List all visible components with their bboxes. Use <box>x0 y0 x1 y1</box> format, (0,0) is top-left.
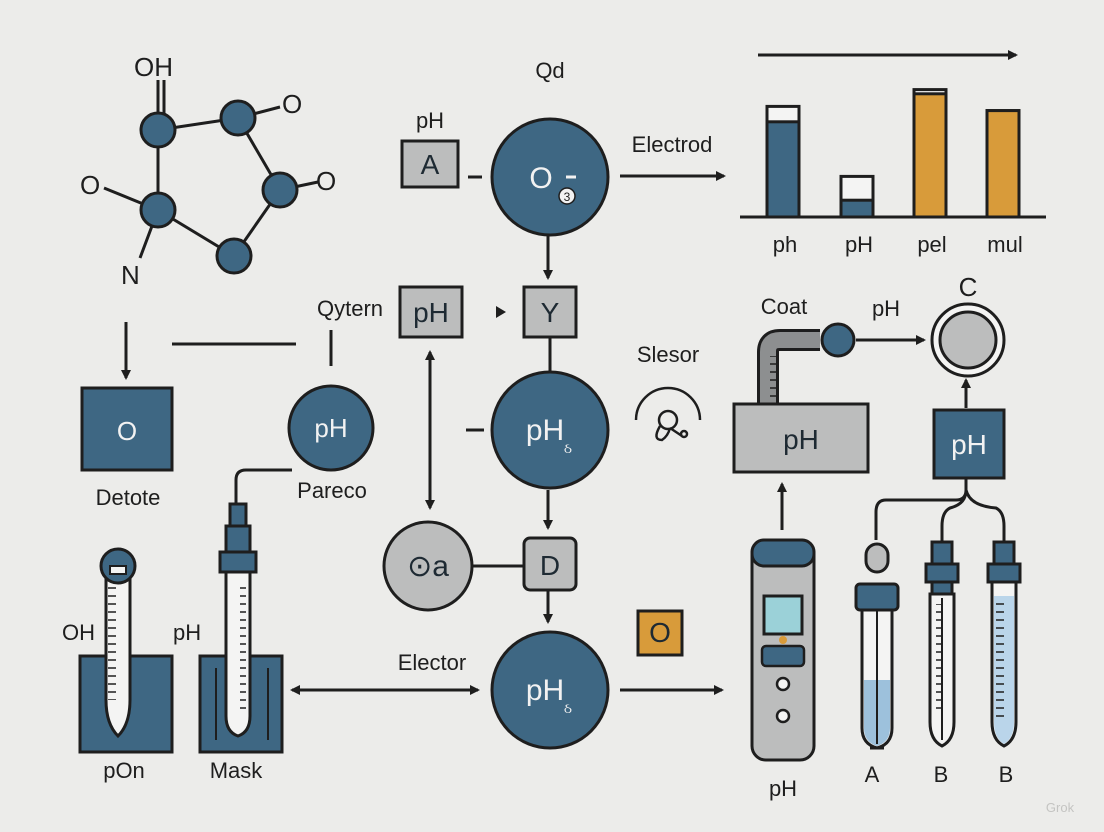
box-ph-blue-label: pH <box>951 429 987 460</box>
molecule-label-oh: OH <box>134 52 173 82</box>
branch-cables <box>874 478 1006 544</box>
slesor-label: Slesor <box>637 342 699 367</box>
detote-label: Detote <box>96 485 161 510</box>
c-label: C <box>959 272 978 302</box>
mid-circle-label: pH <box>526 414 564 447</box>
bar-label-2: pH <box>845 232 873 257</box>
oh-label-left: OH <box>62 620 95 645</box>
box-ph-gray-label: pH <box>783 424 819 455</box>
c-circle-inner <box>938 310 998 370</box>
qd-label: Qd <box>535 58 564 83</box>
bar-chart: ph pH pel mul <box>740 50 1046 257</box>
tube-b2 <box>986 540 1022 748</box>
box-a-label: A <box>421 149 440 180</box>
top-circle-sub: 3 <box>564 190 571 204</box>
box-ph-center-label: pH <box>413 297 449 328</box>
bottom-circle <box>490 630 610 750</box>
mid-circle <box>490 370 610 490</box>
molecule-label-n: N <box>121 260 140 290</box>
detote-box-label: O <box>117 416 137 446</box>
box-ph-center <box>398 285 464 339</box>
watermark: Grok <box>1046 800 1075 815</box>
sensor-icon <box>634 386 702 442</box>
box-y <box>522 285 578 339</box>
box-y-label: Y <box>541 297 560 328</box>
tube-a <box>854 542 900 750</box>
tube-b2-label: B <box>999 762 1014 787</box>
bar-fill-3 <box>912 92 948 219</box>
top-circle-sub-ring <box>558 187 576 205</box>
pon-label: pOn <box>103 758 145 783</box>
bar-fill-1 <box>765 120 801 219</box>
molecule-structure <box>103 80 319 275</box>
ph-label-center: pH <box>416 108 444 133</box>
coat-pipe <box>757 322 856 404</box>
ph-circle-left <box>287 384 375 472</box>
top-circle <box>490 117 610 237</box>
box-ph-gray <box>732 402 870 474</box>
molecule-label-o-right: O <box>316 166 336 196</box>
beaker-mask <box>198 502 284 754</box>
molecule-label-o-left: O <box>80 170 100 200</box>
mask-label: Mask <box>210 758 264 783</box>
bottom-circle-label: pH <box>526 674 564 707</box>
box-ph-blue <box>932 408 1006 480</box>
probe-cable <box>234 468 292 504</box>
bar-fill-2 <box>839 198 875 219</box>
box-d <box>522 536 578 592</box>
mid-circle-sub: ઠ <box>564 440 572 456</box>
box-d-label: D <box>540 550 560 581</box>
bar-label-3: pel <box>917 232 946 257</box>
elector-label: Elector <box>398 650 466 675</box>
tube-a-label: A <box>865 762 880 787</box>
tube-b1-label: B <box>934 762 949 787</box>
pareco-label: Pareco <box>297 478 367 503</box>
ph-label-left: pH <box>173 620 201 645</box>
ph-circle-left-label: pH <box>314 413 347 443</box>
coat-label: Coat <box>761 294 807 319</box>
ph-meter <box>750 538 816 762</box>
box-a <box>400 139 460 189</box>
bar-fill-4 <box>985 109 1021 219</box>
bar-label-4: mul <box>987 232 1022 257</box>
molecule-label-o-top: O <box>282 89 302 119</box>
tube-b1 <box>924 540 960 748</box>
orange-box-label: O <box>649 617 671 648</box>
ph-label-right-top: pH <box>872 296 900 321</box>
circle-oa-label: ⊙a <box>407 550 449 583</box>
small-arrowhead <box>496 306 506 318</box>
orange-box <box>636 609 684 657</box>
top-circle-label: O <box>529 162 552 195</box>
detote-box <box>80 386 174 472</box>
beaker-left <box>78 547 174 754</box>
bar-label-1: ph <box>773 232 797 257</box>
electrod-label: Electrod <box>632 132 713 157</box>
meter-label: pH <box>769 776 797 801</box>
bottom-circle-sub: ઠ <box>564 700 572 716</box>
qytern-label: Qytern <box>317 296 383 321</box>
